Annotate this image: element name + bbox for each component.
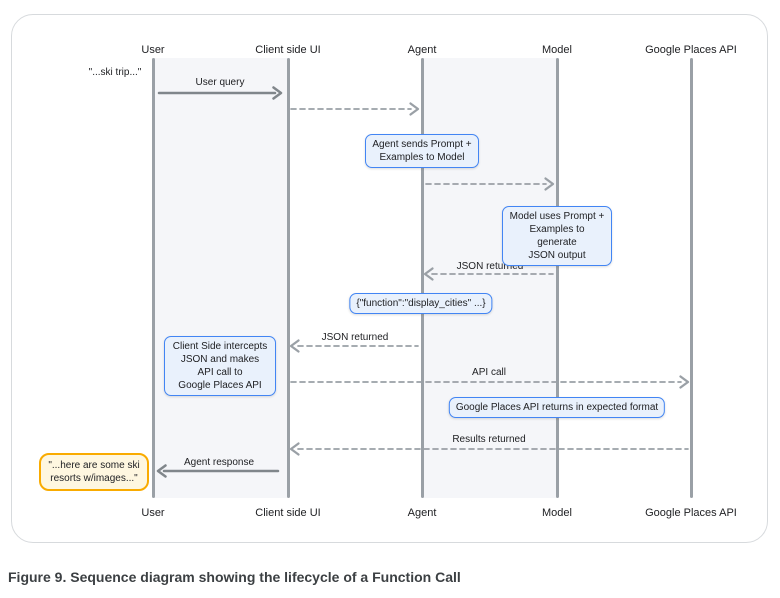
activation-lane-user-clientui [153, 58, 288, 498]
message-label-results-returned: Results returned [452, 434, 526, 445]
lifeline-model [555, 58, 559, 498]
lifeline-agent [420, 58, 424, 498]
actor-label-model-bottom: Model [542, 507, 572, 519]
figure-caption: Figure 9. Sequence diagram showing the l… [8, 569, 461, 585]
arrow-results-returned [289, 442, 689, 456]
message-label-json-returned-model: JSON returned [456, 261, 524, 272]
note-user-output-quote: "...here are some ski resorts w/images..… [39, 453, 149, 491]
activation-lane-agent-model [422, 58, 557, 498]
arrow-json-returned-to-client [289, 339, 419, 353]
lifeline-user [151, 58, 155, 498]
note-api-returns-format: Google Places API returns in expected fo… [448, 397, 666, 418]
message-label-user-query: User query [195, 77, 245, 88]
actor-label-gplaces-top: Google Places API [645, 44, 737, 56]
message-arrows-layer [156, 86, 690, 478]
actor-label-agent-top: Agent [407, 44, 437, 56]
message-label-agent-response: Agent response [183, 457, 255, 468]
note-agent-sends-prompt: Agent sends Prompt + Examples to Model [365, 134, 479, 168]
arrow-user-query [157, 86, 283, 100]
message-label-api-call: API call [472, 367, 506, 378]
actor-label-user-bottom: User [141, 507, 165, 519]
lifeline-client-side-ui [286, 58, 290, 498]
actor-label-clientui-top: Client side UI [255, 44, 321, 56]
arrow-json-returned-to-agent [423, 267, 554, 281]
note-user-input-quote: "...ski trip..." [88, 67, 142, 78]
actor-label-clientui-bottom: Client side UI [255, 507, 321, 519]
arrow-agent-response [156, 464, 280, 478]
message-label-json-returned-client: JSON returned [321, 332, 389, 343]
arrow-prompt-to-model [425, 177, 555, 191]
actor-label-model-top: Model [542, 44, 572, 56]
sequence-diagram-panel: User Client side UI Agent Model Google P… [11, 14, 768, 543]
note-client-intercepts: Client Side intercepts JSON and makes AP… [164, 336, 276, 396]
actor-label-gplaces-bottom: Google Places API [645, 507, 737, 519]
arrow-query-to-agent [290, 102, 420, 116]
lifeline-google-places-api [689, 58, 693, 498]
arrow-api-call [290, 375, 690, 389]
note-function-json: {"function":"display_cities" ...} [349, 293, 493, 314]
actor-label-agent-bottom: Agent [407, 507, 437, 519]
actor-label-user-top: User [141, 44, 165, 56]
note-model-generates-json: Model uses Prompt + Examples to generate… [502, 206, 612, 266]
